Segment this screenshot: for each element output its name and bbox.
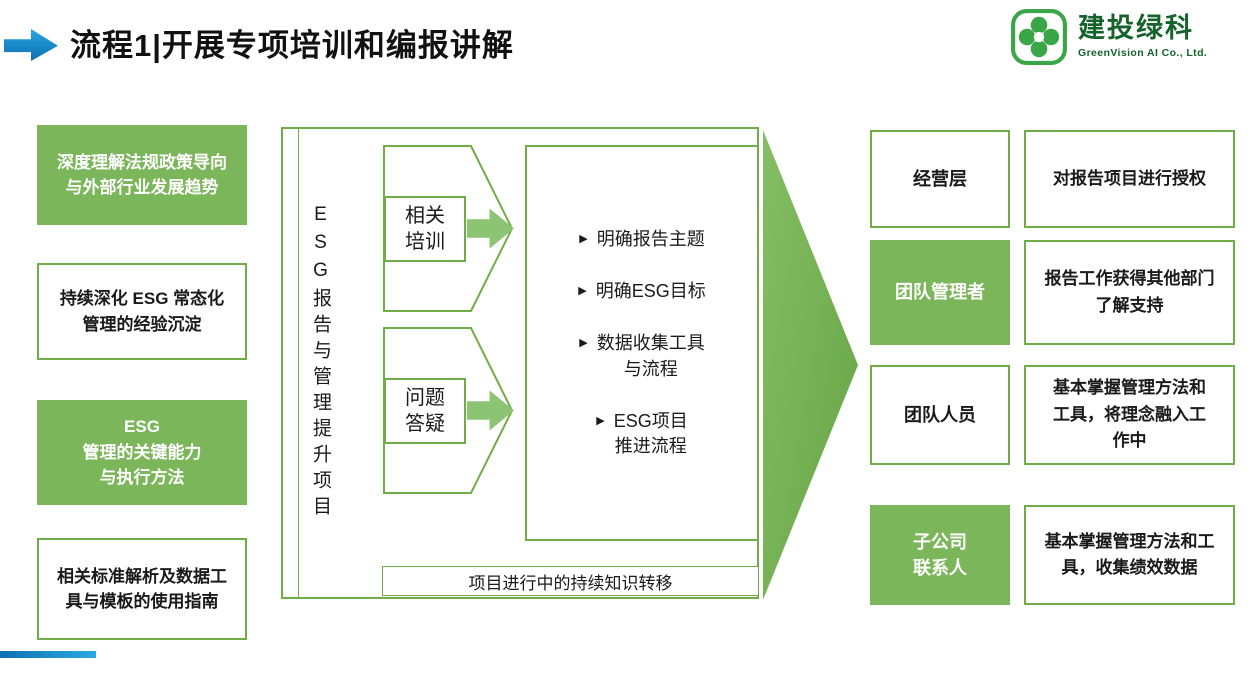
center-project-box: ESG报告与管理提升项目 相关 培训 问题 答疑 ▶ 明确报告主题 ▶ 明确ES… — [281, 127, 759, 599]
outcome-item: ▶ ESG项目 推进流程 — [596, 409, 687, 459]
logo-name: 建投绿科 — [1078, 13, 1194, 44]
outcomes-box: ▶ 明确报告主题 ▶ 明确ESG目标 ▶ 数据收集工具 与流程 ▶ ESG项目 … — [525, 145, 759, 541]
knowledge-transfer-box: 项目进行中的持续知识转移 — [382, 566, 759, 596]
bullet-icon: ▶ — [579, 337, 588, 350]
role-subsidiary-contact: 子公司 联系人 — [870, 505, 1010, 605]
bullet-icon: ▶ — [578, 285, 587, 298]
stage-training-label: 相关 培训 — [384, 195, 466, 262]
outcome-text: 明确报告主题 — [596, 228, 705, 249]
left-item-esg-capability: ESG 管理的关键能力 与执行方法 — [37, 400, 247, 505]
bullet-icon: ▶ — [596, 414, 605, 427]
vertical-project-title: ESG报告与管理提升项目 — [310, 204, 331, 522]
flow-arrow-icon — [763, 130, 858, 600]
role-management-desc: 对报告项目进行授权 — [1024, 130, 1235, 228]
left-item-policy-trends: 深度理解法规政策导向 与外部行业发展趋势 — [37, 125, 247, 225]
bottom-accent-strip — [0, 651, 96, 658]
clover-logo-icon — [1011, 9, 1067, 65]
outcome-item: ▶ 明确报告主题 — [579, 227, 704, 252]
outcome-text: 明确ESG目标 — [595, 281, 706, 302]
role-team-member: 团队人员 — [870, 365, 1010, 465]
logo-text: 建投绿科 GreenVision AI Co., Ltd. — [1078, 14, 1207, 59]
role-subsidiary-contact-desc: 基本掌握管理方法和工 具，收集绩效数据 — [1024, 505, 1235, 605]
role-management: 经营层 — [870, 130, 1010, 228]
stage-training: 相关 培训 — [383, 145, 514, 312]
left-item-esg-experience: 持续深化 ESG 常态化 管理的经验沉淀 — [37, 263, 247, 360]
outcome-item: ▶ 明确ESG目标 — [578, 279, 705, 304]
company-logo: 建投绿科 GreenVision AI Co., Ltd. — [1010, 8, 1207, 66]
bullet-icon: ▶ — [579, 232, 588, 245]
vertical-divider — [298, 129, 299, 597]
role-team-member-desc: 基本掌握管理方法和 工具，将理念融入工 作中 — [1024, 365, 1235, 465]
page-title: 流程1|开展专项培训和编报讲解 — [70, 28, 514, 63]
outcome-text: 数据收集工具 与流程 — [596, 333, 705, 379]
stage-qa-label: 问题 答疑 — [384, 377, 466, 444]
logo-subtitle: GreenVision AI Co., Ltd. — [1078, 47, 1208, 60]
stage-qa: 问题 答疑 — [383, 327, 514, 494]
role-team-manager-desc: 报告工作获得其他部门 了解支持 — [1024, 240, 1235, 345]
role-team-manager: 团队管理者 — [870, 240, 1010, 345]
outcome-item: ▶ 数据收集工具 与流程 — [579, 331, 704, 381]
left-item-standards-guide: 相关标准解析及数据工 具与模板的使用指南 — [37, 538, 247, 640]
outcome-text: ESG项目 推进流程 — [613, 410, 688, 456]
title-arrow-icon — [4, 29, 58, 61]
